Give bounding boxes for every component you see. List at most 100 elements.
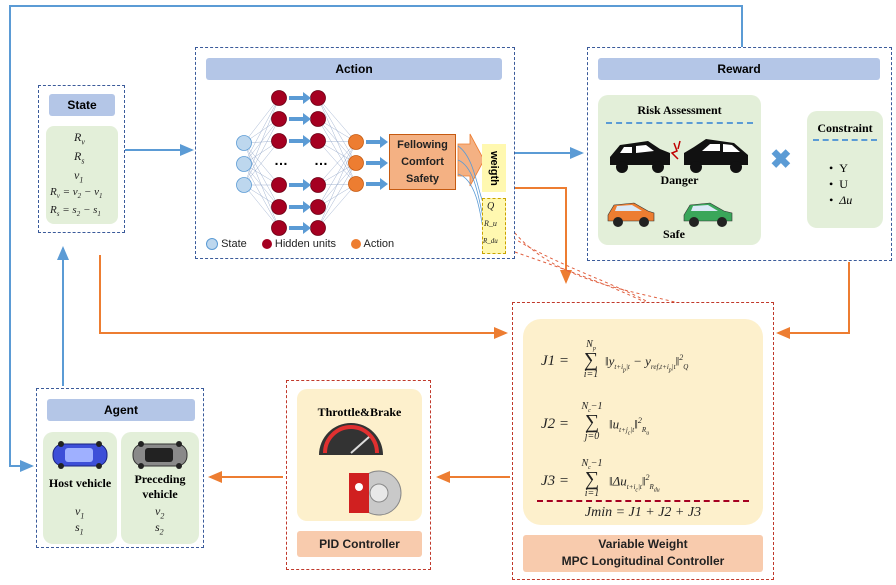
constraint-item-du: • Δu [829, 193, 853, 207]
j2-lhs: J2 = [541, 416, 570, 432]
constraint-item-y: • Y [829, 161, 848, 175]
neural-network [236, 90, 487, 247]
nn-node-layer3-2 [348, 176, 364, 192]
action-panel: Action … … Fellowing Comfort Safety weig… [195, 47, 515, 259]
objective-following: Fellowing [397, 139, 448, 151]
reward-panel: Reward Risk Assessment [587, 47, 892, 261]
nn-node-layer2-4 [310, 199, 326, 215]
hidden-ellipsis-1: … [274, 152, 288, 168]
state-rv-eq: Rv = v2 − v1 [50, 186, 103, 201]
weight-list: Q R_u R_du [482, 198, 506, 254]
nn-node-layer1-2 [271, 133, 287, 149]
j3-term: ‖Δut+ic|t‖2Rdu [609, 473, 660, 494]
weight-rdu: R_du [483, 237, 498, 245]
jmin-equation: Jmin = J1 + J2 + J3 [584, 505, 702, 520]
weight-label: weigth [482, 144, 506, 192]
safe-car-orange [607, 202, 655, 227]
risk-divider [606, 122, 753, 124]
state-rs: Rs [74, 149, 85, 166]
risk-assessment-panel: Risk Assessment [598, 95, 761, 245]
legend-state: State [221, 238, 247, 250]
constraint-item-u: • U [829, 177, 848, 191]
pid-panel: Throttle&Brake PID Controller [286, 380, 431, 570]
reward-header: Reward [598, 58, 880, 80]
objective-comfort: Comfort [401, 156, 444, 168]
agent-panel: Agent Host vehicle v1 s1 Preceding vehic… [36, 388, 204, 548]
state-to-mpc-arrow [99, 255, 508, 339]
risk-title: Risk Assessment [637, 103, 722, 117]
preceding-v2: v2 [155, 504, 165, 521]
nn-node-layer1-4 [271, 199, 287, 215]
j2-sum: Nc−1∑j=0 [581, 401, 603, 442]
mpc-label-line1: Variable Weight [598, 537, 688, 551]
legend-hidden-dot [261, 239, 272, 250]
state-panel: State Rv Rs v1 Rv = v2 − v1 Rs = s2 − s1 [38, 85, 125, 233]
nn-node-layer2-0 [310, 90, 326, 106]
nn-node-layer0-2 [236, 177, 252, 193]
pid-visual-panel: Throttle&Brake [297, 389, 422, 521]
mpc-label: Variable Weight MPC Longitudinal Control… [523, 535, 763, 572]
constraint-panel: Constraint • Y • U • Δu [807, 111, 883, 228]
nn-node-layer1-3 [271, 177, 287, 193]
nn-node-layer0-1 [236, 156, 252, 172]
host-s1: s1 [75, 520, 84, 537]
j1-lhs: J1 = [541, 353, 570, 369]
nn-node-layer0-0 [236, 135, 252, 151]
mpc-panel: J1 = Np∑i=1 ‖yt+ip|t − yref,t+ip|t‖2Q J2… [512, 302, 774, 580]
objective-safety: Safety [405, 173, 440, 185]
nn-node-layer2-5 [310, 220, 326, 236]
host-car-icon [52, 441, 108, 469]
safe-label: Safe [663, 227, 685, 241]
pid-title: Throttle&Brake [317, 405, 402, 419]
weight-q: Q [487, 201, 495, 212]
agent-header: Agent [47, 399, 195, 421]
legend-hidden: Hidden units [274, 238, 337, 250]
reward-to-mpc-arrow [776, 262, 850, 339]
nn-node-layer1-0 [271, 90, 287, 106]
state-v1: v1 [74, 168, 84, 185]
state-variables: Rv Rs v1 Rv = v2 − v1 Rs = s2 − s1 [46, 126, 118, 224]
cost-function-panel: J1 = Np∑i=1 ‖yt+ip|t − yref,t+ip|t‖2Q J2… [523, 319, 763, 525]
multiply-icon: ✖ [770, 144, 792, 174]
state-rs-eq: Rs = s2 − s1 [50, 204, 101, 219]
mpc-label-line2: MPC Longitudinal Controller [561, 554, 725, 568]
objective-box: Fellowing Comfort Safety [389, 134, 456, 190]
j2-term: ‖ut+jc|t‖2Ru [609, 416, 650, 437]
nn-node-layer2-2 [310, 133, 326, 149]
feedback-loop-arrow [9, 5, 743, 472]
nn-node-layer3-0 [348, 134, 364, 150]
j3-lhs: J3 = [541, 473, 570, 489]
legend-state-dot [206, 238, 218, 251]
weight-q-curve [497, 207, 737, 373]
safe-car-green [683, 202, 733, 227]
action-to-mpc-arrow [513, 187, 572, 284]
hidden-ellipsis-2: … [314, 152, 328, 168]
state-header: State [49, 94, 115, 116]
nn-node-layer2-1 [310, 111, 326, 127]
weight-ru: R_u [484, 219, 497, 228]
j1-sum: Np∑i=1 [583, 339, 599, 380]
constraint-divider [813, 139, 877, 141]
car-illustrations [607, 139, 748, 227]
preceding-vehicle-label: Preceding vehicle [134, 472, 186, 501]
nn-node-layer1-1 [271, 111, 287, 127]
jmin-divider [537, 500, 749, 502]
preceding-s2: s2 [155, 520, 164, 537]
brake-illustration [319, 423, 402, 516]
action-header: Action [206, 58, 502, 80]
nn-node-layer3-1 [348, 155, 364, 171]
j1-term: ‖yt+ip|t − yref,t+ip|t‖2Q [605, 353, 689, 374]
nn-node-layer2-3 [310, 177, 326, 193]
host-v1: v1 [75, 504, 85, 521]
state-rv: Rv [74, 130, 85, 147]
constraint-title: Constraint [817, 121, 873, 135]
pid-label: PID Controller [297, 531, 422, 557]
legend-action-dot [351, 239, 362, 250]
preceding-vehicle-panel: Preceding vehicle v2 s2 [121, 432, 199, 544]
host-vehicle-label: Host vehicle [48, 476, 112, 490]
j3-sum: Nc−1∑i=1 [581, 458, 603, 499]
legend-action: Action [363, 238, 395, 250]
nn-node-layer1-5 [271, 220, 287, 236]
host-vehicle-panel: Host vehicle v1 s1 [43, 432, 117, 544]
preceding-car-icon [132, 441, 188, 469]
